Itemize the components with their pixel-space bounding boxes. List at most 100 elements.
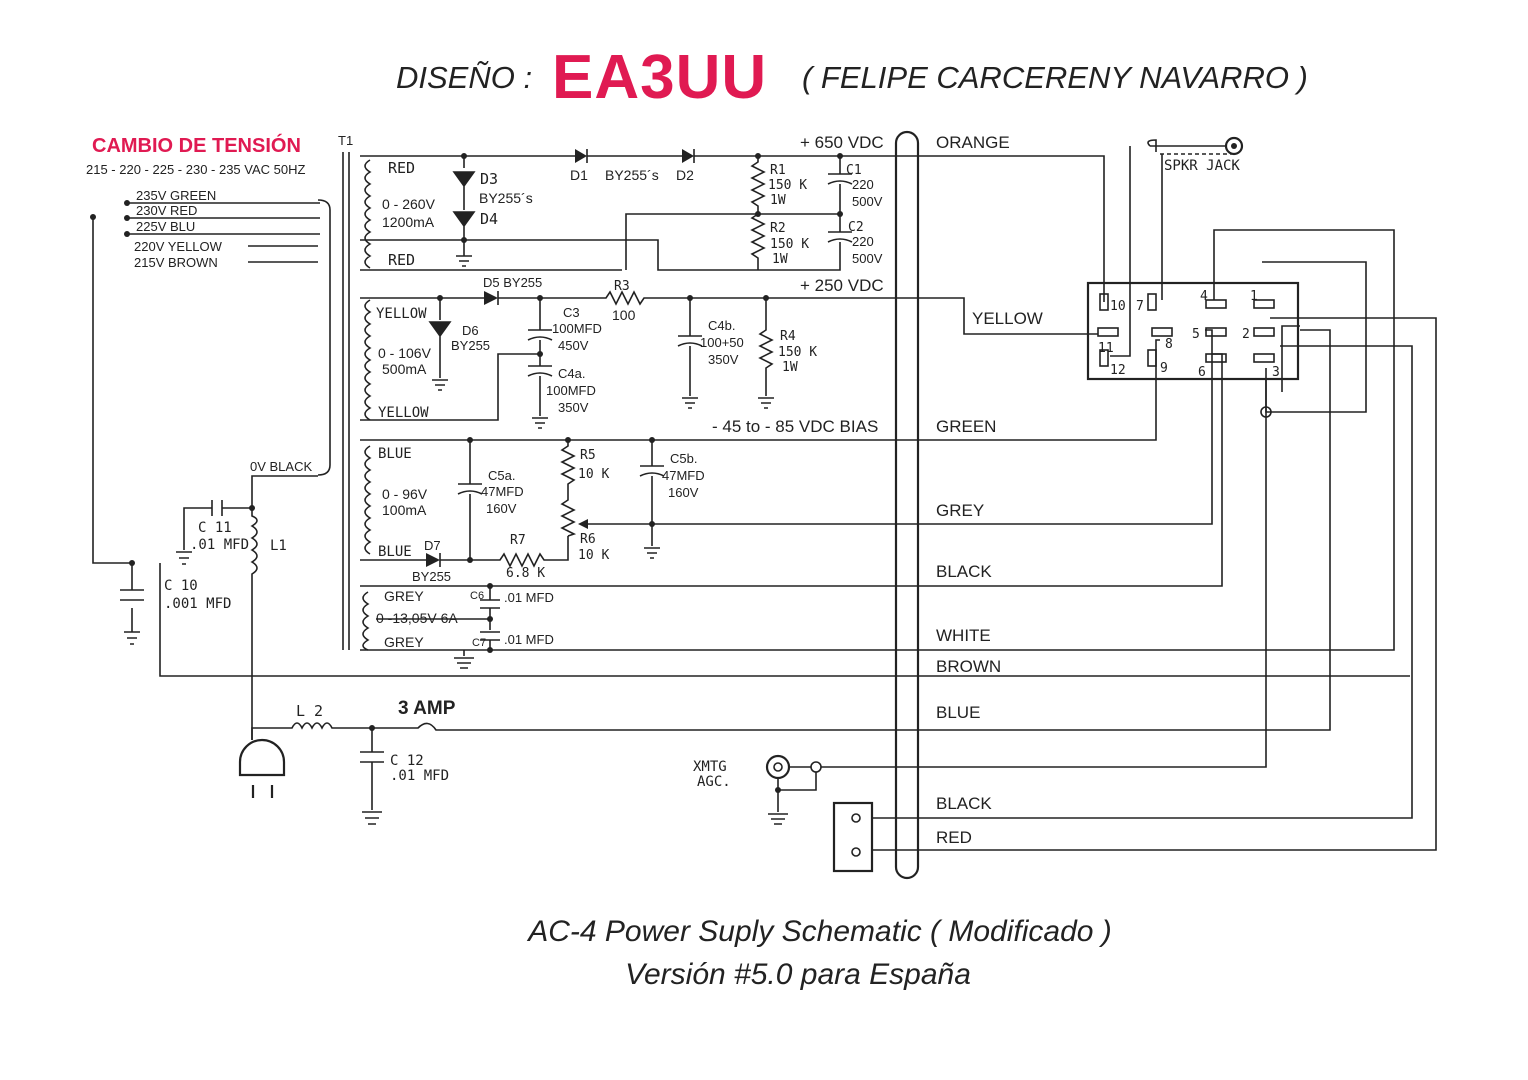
- mv-section: YELLOW YELLOW 0 - 106V 500mA D5 BY255 D6…: [360, 275, 1098, 429]
- c1-volts: 500V: [852, 194, 883, 209]
- wire-brown: BROWN: [936, 657, 1001, 676]
- wire-black: BLACK: [936, 562, 992, 581]
- r1-watts: 1W: [770, 193, 786, 208]
- r4-value: 150 K: [778, 345, 817, 360]
- speaker-jack: SPKR JACK: [1110, 136, 1244, 357]
- l2-label: L 2: [296, 702, 323, 720]
- pin-8: 8: [1165, 337, 1173, 352]
- r1-label: R1: [770, 163, 786, 178]
- mains-section: CAMBIO DE TENSIÓN 215 - 220 - 225 - 230 …: [86, 133, 1410, 825]
- r2-watts: 1W: [772, 252, 788, 267]
- wire-grey: GREY: [936, 501, 984, 520]
- pin-3: 3: [1272, 365, 1280, 380]
- c5a-value: 47MFD: [481, 484, 524, 499]
- wire-black-2: BLACK: [936, 794, 992, 813]
- l1-label: L1: [270, 538, 287, 554]
- r7-value: 6.8 K: [506, 566, 545, 581]
- r1-value: 150 K: [768, 178, 807, 193]
- d6-label: D6: [462, 323, 479, 338]
- fuse-label: 3 AMP: [398, 698, 456, 719]
- tap-215: 215V BROWN: [134, 255, 218, 270]
- r4-watts: 1W: [782, 360, 798, 375]
- pin-6: 6: [1198, 365, 1206, 380]
- c4b-value: 100+50: [700, 335, 744, 350]
- c5a-label: C5a.: [488, 468, 515, 483]
- c1-label: C1: [846, 163, 862, 178]
- mv-bottom-label: YELLOW: [378, 405, 429, 421]
- c11-value: .01 MFD: [190, 537, 249, 553]
- c7-value: .01 MFD: [504, 632, 554, 647]
- c4b-label: C4b.: [708, 318, 735, 333]
- hv-winding: [364, 159, 372, 269]
- designer-name: ( FELIPE CARCERENY NAVARRO ): [802, 60, 1308, 95]
- tap-235: 235V GREEN: [136, 188, 216, 203]
- c4a-volts: 350V: [558, 400, 589, 415]
- r6-value: 10 K: [578, 548, 609, 563]
- d1-label: D1: [570, 167, 588, 183]
- pin-11: 11: [1098, 341, 1114, 356]
- d12-type: BY255´s: [605, 167, 659, 183]
- tap-zero: 0V BLACK: [250, 459, 312, 474]
- r4-label: R4: [780, 329, 796, 344]
- fil-winding: [362, 591, 370, 651]
- d3-label: D3: [480, 170, 498, 188]
- r2-label: R2: [770, 221, 786, 236]
- mains-title: CAMBIO DE TENSIÓN: [92, 133, 301, 157]
- c12-label: C 12: [390, 753, 424, 769]
- c5b-label: C5b.: [670, 451, 697, 466]
- r3-value: 100: [612, 307, 636, 323]
- c4b-volts: 350V: [708, 352, 739, 367]
- fil-bottom-label: GREY: [384, 634, 424, 650]
- wire-blue: BLUE: [936, 703, 980, 722]
- xmtg-label: XMTG: [693, 759, 727, 775]
- tap-220: 220V YELLOW: [134, 239, 223, 254]
- mv-winding: [364, 299, 372, 421]
- mv-rating1: 0 - 106V: [378, 345, 432, 361]
- r5-label: R5: [580, 448, 596, 463]
- c6-value: .01 MFD: [504, 590, 554, 605]
- agc-label: AGC.: [697, 774, 731, 790]
- c2-label: C2: [848, 220, 864, 235]
- agc-jack: XMTG AGC.: [693, 368, 1267, 873]
- fil-rating: 0 -13,05V 6A: [376, 610, 458, 626]
- hv-section: RED RED 0 - 260V 1200mA D3 BY255´s D4 D1…: [360, 133, 1105, 302]
- pin-5: 5: [1192, 327, 1200, 342]
- pin-1: 1: [1250, 289, 1258, 304]
- c2-volts: 500V: [852, 251, 883, 266]
- hv-output: + 650 VDC: [800, 133, 884, 152]
- connector-socket: 10 7 4 1 11 8 5 2 12 9 6 3: [1086, 261, 1367, 418]
- c7-label: C7: [472, 637, 486, 649]
- c1-value: 220: [852, 177, 874, 192]
- c10-value: .001 MFD: [164, 596, 231, 612]
- r3-label: R3: [614, 279, 630, 294]
- mv-top-label: YELLOW: [376, 306, 427, 322]
- hv-rating2: 1200mA: [382, 214, 435, 230]
- hv-rating1: 0 - 260V: [382, 196, 436, 212]
- tap-225: 225V BLU: [136, 219, 195, 234]
- pin-12: 12: [1110, 363, 1126, 378]
- c5b-value: 47MFD: [662, 468, 705, 483]
- callsign: EA3UU: [552, 43, 768, 112]
- c3-value: 100MFD: [552, 321, 602, 336]
- bias-output: - 45 to - 85 VDC BIAS: [712, 417, 878, 436]
- transformer-core: [342, 152, 350, 650]
- r2-value: 150 K: [770, 237, 809, 252]
- wire-red: RED: [936, 828, 972, 847]
- wire-green: GREEN: [936, 417, 996, 436]
- bias-rating2: 100mA: [382, 502, 427, 518]
- c10-label: C 10: [164, 578, 198, 594]
- d7-label: D7: [424, 538, 441, 553]
- d3-type: BY255´s: [479, 190, 533, 206]
- mv-output: + 250 VDC: [800, 276, 884, 295]
- fil-top-label: GREY: [384, 588, 424, 604]
- wire-yellow: YELLOW: [972, 309, 1043, 328]
- spkr-jack-label: SPKR JACK: [1164, 158, 1240, 174]
- r5-value: 10 K: [578, 467, 609, 482]
- pin-9: 9: [1160, 361, 1168, 376]
- page-header: DISEÑO : EA3UU ( FELIPE CARCERENY NAVARR…: [0, 40, 1528, 120]
- tap-230: 230V RED: [136, 203, 197, 218]
- mains-subtitle: 215 - 220 - 225 - 230 - 235 VAC 50HZ: [86, 162, 305, 177]
- c4a-value: 100MFD: [546, 383, 596, 398]
